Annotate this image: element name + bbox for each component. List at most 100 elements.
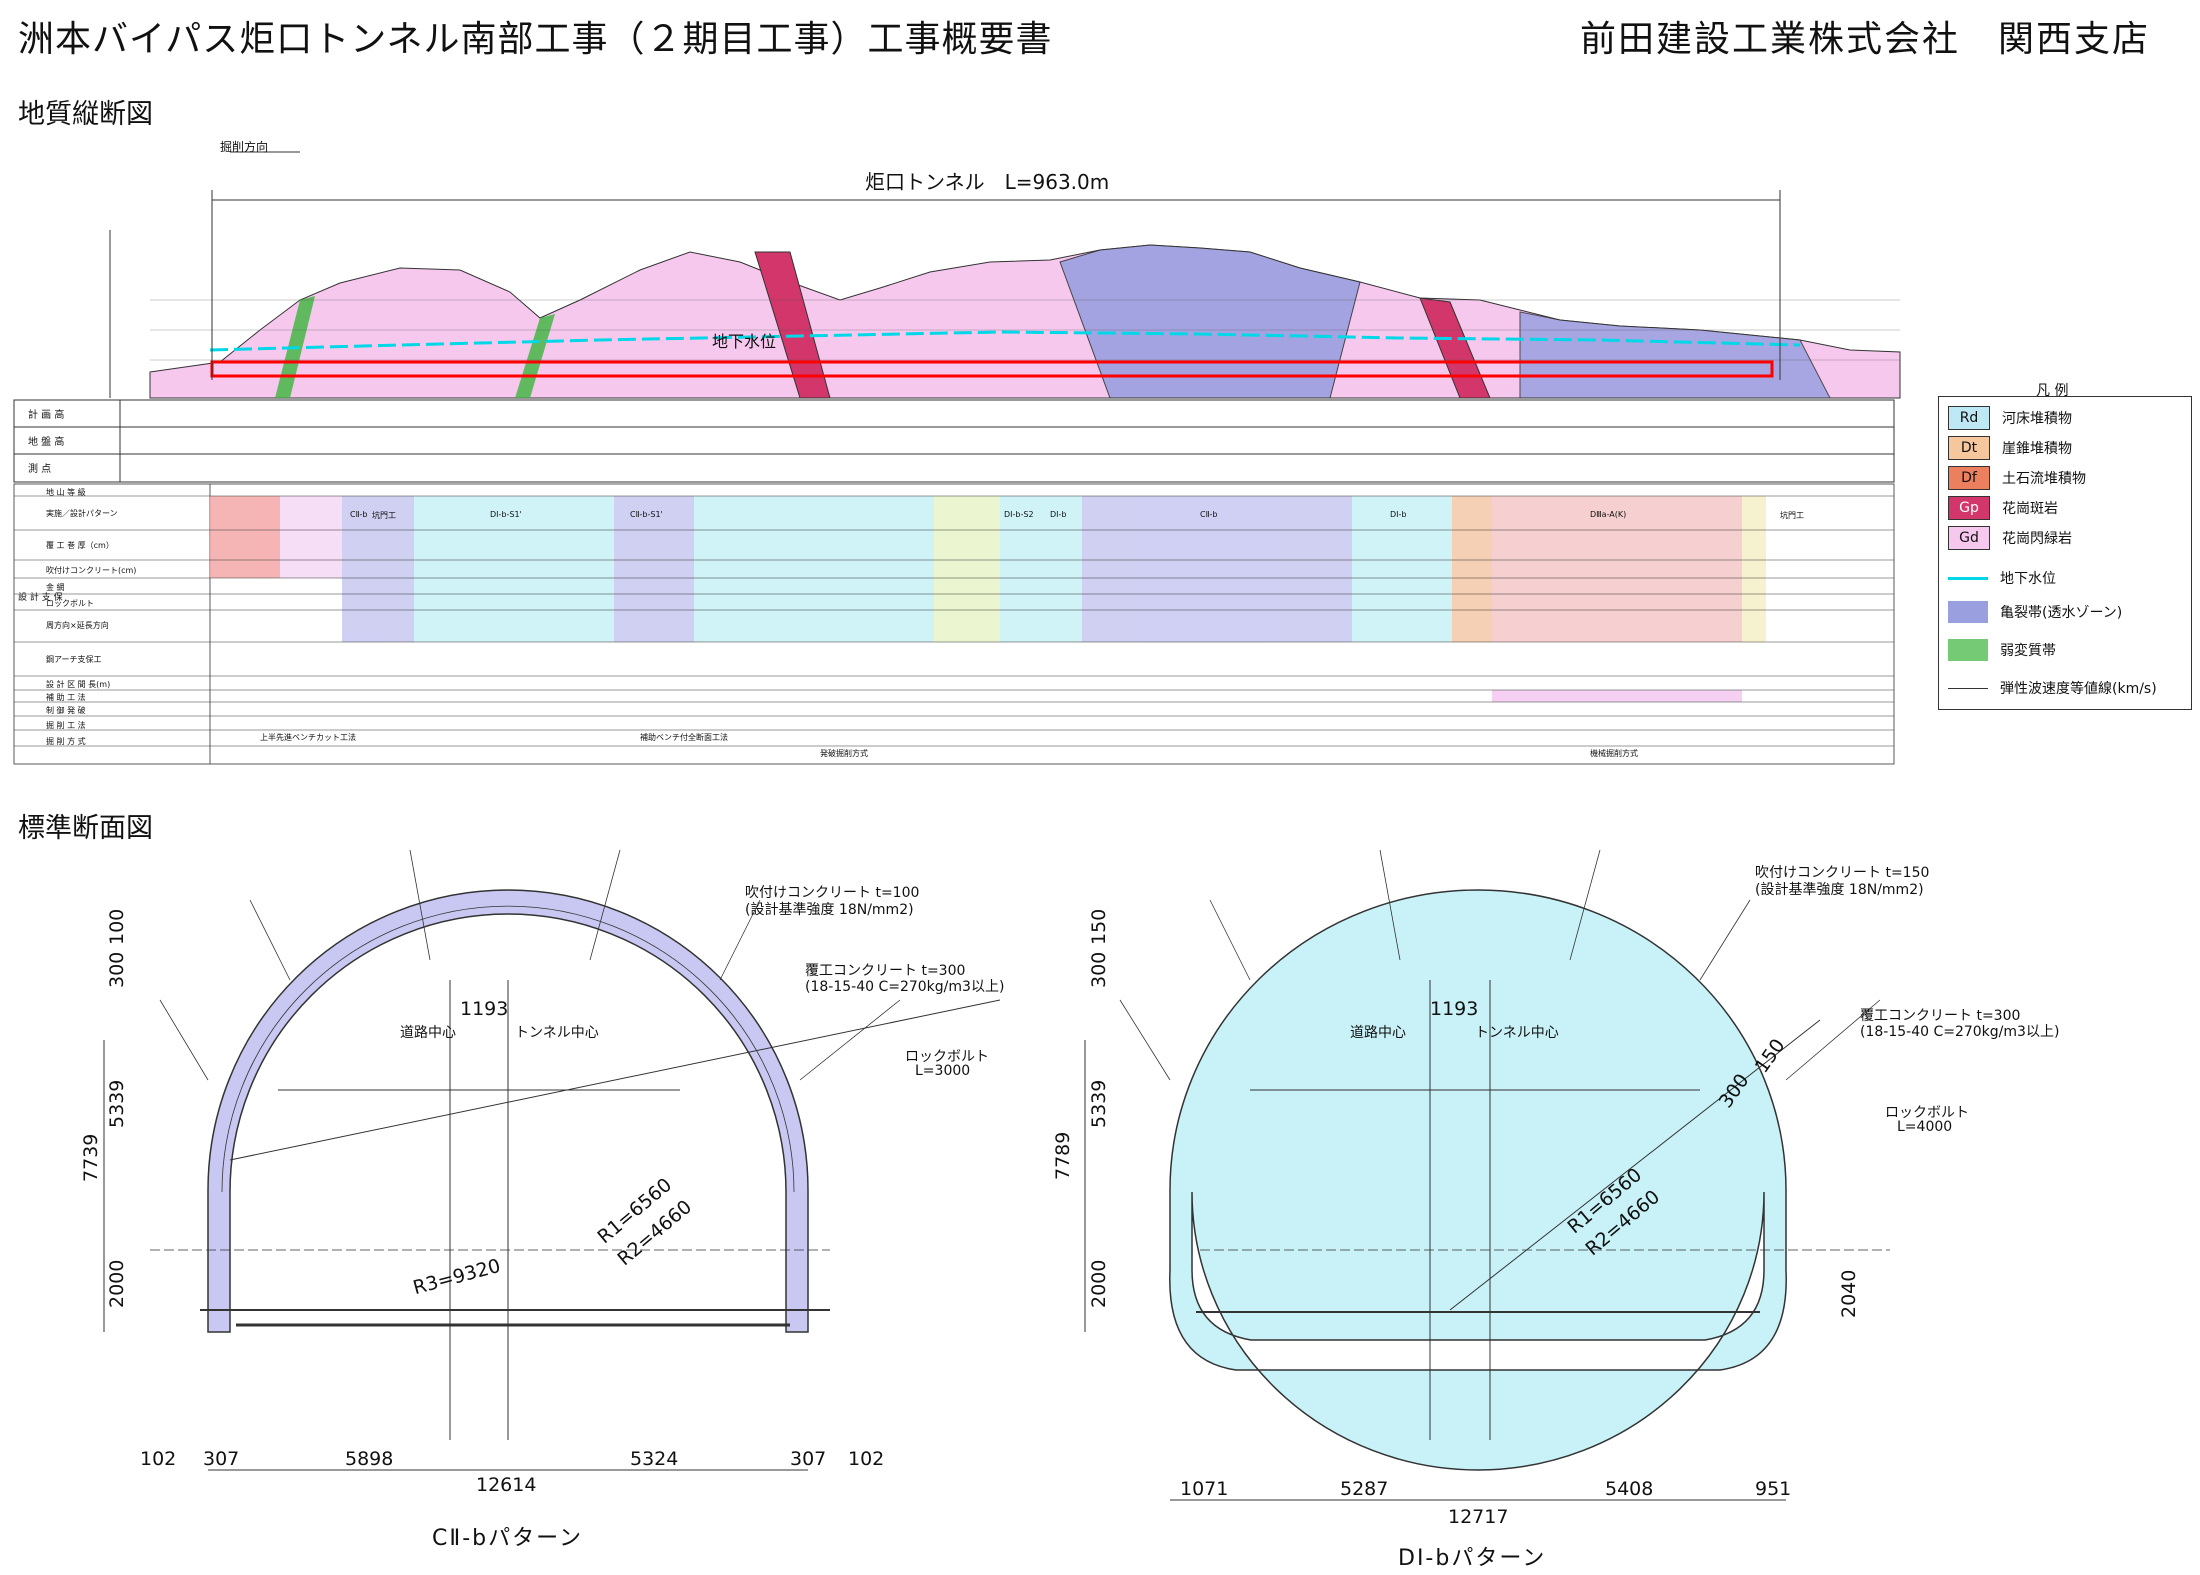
legend-line-groundwater: 地下水位: [1948, 564, 2056, 592]
right-v-2040: 2040: [1838, 1269, 1860, 1318]
table-row-label: 掘 削 工 法: [46, 721, 86, 730]
left-caption: CⅡ-bパターン: [432, 1526, 583, 1551]
right-v-150: 150: [1088, 908, 1110, 945]
table-row-label: 覆 工 巻 厚（cm）: [46, 541, 114, 550]
left-lining: [207, 889, 809, 1333]
table-method: 上半先進ベンチカット工法: [260, 733, 356, 742]
legend-swatch: Gp: [1948, 496, 1990, 520]
left-b-5324: 5324: [630, 1448, 679, 1470]
table-row-label: 制 御 発 破: [46, 706, 86, 715]
table-row-label: 金 網: [46, 583, 65, 592]
right-b-951: 951: [1755, 1478, 1792, 1500]
table-cell: DⅠ-b-S1': [490, 510, 522, 519]
row-station: 測 点: [28, 464, 52, 475]
legend-label: 花崗斑岩: [2002, 501, 2058, 517]
legend-label: 土石流堆積物: [2002, 471, 2086, 487]
legend-item-dt: Dt 崖錐堆積物: [1948, 434, 2072, 462]
table-cell: 坑門工: [372, 511, 396, 520]
table-cell: DⅠ-b-S2: [1004, 510, 1034, 519]
left-bolt-length: L=3000: [915, 1063, 971, 1079]
velocity-swatch: [1948, 687, 1988, 689]
legend-swatch: Rd: [1948, 406, 1990, 430]
design-table-grid: [14, 495, 1894, 747]
table-row-label: 吹付けコンクリート(cm): [46, 566, 137, 575]
table-cell: CⅡ-b-S1': [630, 510, 663, 519]
left-b-307a: 307: [203, 1448, 240, 1470]
direction-label: 掘削方向: [220, 140, 269, 154]
left-b-307b: 307: [790, 1448, 827, 1470]
left-b-102b: 102: [848, 1448, 885, 1470]
left-lining-label: 覆工コンクリート t=300: [805, 963, 966, 979]
fracture-zone-2: [1519, 311, 1831, 399]
tunnel-length-label: 炬口トンネル L=963.0m: [865, 170, 1110, 194]
left-offset-dim: 1193: [460, 998, 509, 1020]
table-row-label: 周方向×延長方向: [46, 621, 109, 630]
left-v-5339: 5339: [106, 1079, 128, 1128]
legend-swatch: Dt: [1948, 436, 1990, 460]
row-planned-height: 計 画 高: [28, 410, 65, 421]
right-offset-dim: 1193: [1430, 998, 1479, 1020]
right-lining: [1169, 889, 1787, 1471]
right-v-2000: 2000: [1088, 1259, 1110, 1308]
legend-title: 凡 例: [2036, 383, 2069, 399]
right-section: [1084, 849, 1890, 1501]
right-lining-sub: (18-15-40 C=270kg/m3以上): [1860, 1024, 2060, 1040]
profile-section-title: 地質縦断図: [18, 99, 153, 130]
profile-rows: [13, 399, 1895, 483]
fracture-swatch: [1948, 601, 1988, 623]
row-ground-height: 地 盤 高: [28, 437, 65, 448]
left-shotcrete-label: 吹付けコンクリート t=100: [745, 885, 920, 901]
left-b-total: 12614: [476, 1474, 537, 1496]
legend-label: 花崗閃緑岩: [2002, 531, 2072, 547]
legend-line-weak: 弱変質帯: [1948, 636, 2056, 664]
table-row-label: 鋼アーチ支保工: [46, 655, 102, 664]
right-b-1071: 1071: [1180, 1478, 1229, 1500]
table-row-label: 補 助 工 法: [46, 693, 86, 702]
legend-swatch: Df: [1948, 466, 1990, 490]
standard-section-title: 標準断面図: [18, 813, 153, 844]
groundwater-label: 地下水位: [712, 332, 777, 351]
table-cell: CⅡ-b: [1200, 510, 1218, 519]
left-road-center: 道路中心: [400, 1025, 456, 1041]
table-method: 補助ベンチ付全断面工法: [640, 733, 728, 742]
table-cell: DⅠ-b: [1050, 510, 1067, 519]
right-v-5339: 5339: [1088, 1079, 1110, 1128]
right-shotcrete-sub: (設計基準強度 18N/mm2): [1755, 882, 1924, 898]
table-cell: CⅡ-b: [350, 510, 368, 519]
right-caption: DⅠ-bパターン: [1398, 1546, 1547, 1571]
legend-box: [1938, 396, 2192, 710]
page-title: 洲本バイパス炬口トンネル南部工事（２期目工事）工事概要書: [18, 19, 1053, 60]
legend-label: 弱変質帯: [2000, 643, 2056, 659]
legend-item-rd: Rd 河床堆積物: [1948, 404, 2072, 432]
design-table-fills: [210, 496, 1766, 702]
legend-swatch: Gd: [1948, 526, 1990, 550]
right-bolt-label: ロックボルト: [1885, 1105, 1969, 1121]
right-lining-label: 覆工コンクリート t=300: [1860, 1008, 2021, 1024]
left-lining-sub: (18-15-40 C=270kg/m3以上): [805, 979, 1005, 995]
table-method: 機械掘削方式: [1590, 749, 1638, 758]
left-bolt-label: ロックボルト: [905, 1049, 989, 1065]
legend-line-fracture: 亀裂帯(透水ゾーン): [1948, 598, 2122, 626]
legend-label: 地下水位: [2000, 571, 2056, 587]
right-v-7789: 7789: [1052, 1131, 1074, 1180]
left-v-100: 100: [106, 908, 128, 945]
porphyry-dyke-2: [1419, 297, 1491, 399]
company-name: 前田建設工業株式会社 関西支店: [1580, 19, 2151, 60]
left-shotcrete-sub: (設計基準強度 18N/mm2): [745, 902, 914, 918]
left-section: [103, 849, 1001, 1471]
weak-swatch: [1948, 639, 1988, 661]
table-cell: 坑門工: [1780, 511, 1804, 520]
left-v-300: 300: [106, 951, 128, 988]
right-tunnel-center: トンネル中心: [1475, 1025, 1559, 1041]
right-v-300: 300: [1088, 951, 1110, 988]
left-b-5898: 5898: [345, 1448, 394, 1470]
legend-item-gp: Gp 花崗斑岩: [1948, 494, 2058, 522]
legend-label: 亀裂帯(透水ゾーン): [2000, 605, 2123, 621]
legend-item-df: Df 土石流堆積物: [1948, 464, 2086, 492]
table-cell: DⅠ-b: [1390, 510, 1407, 519]
table-method: 発破掘削方式: [820, 749, 868, 758]
table-row-label: 掘 削 方 式: [46, 737, 86, 746]
legend-label: 河床堆積物: [2002, 411, 2072, 427]
table-row-label: 設 計 区 間 長(m): [46, 680, 111, 689]
